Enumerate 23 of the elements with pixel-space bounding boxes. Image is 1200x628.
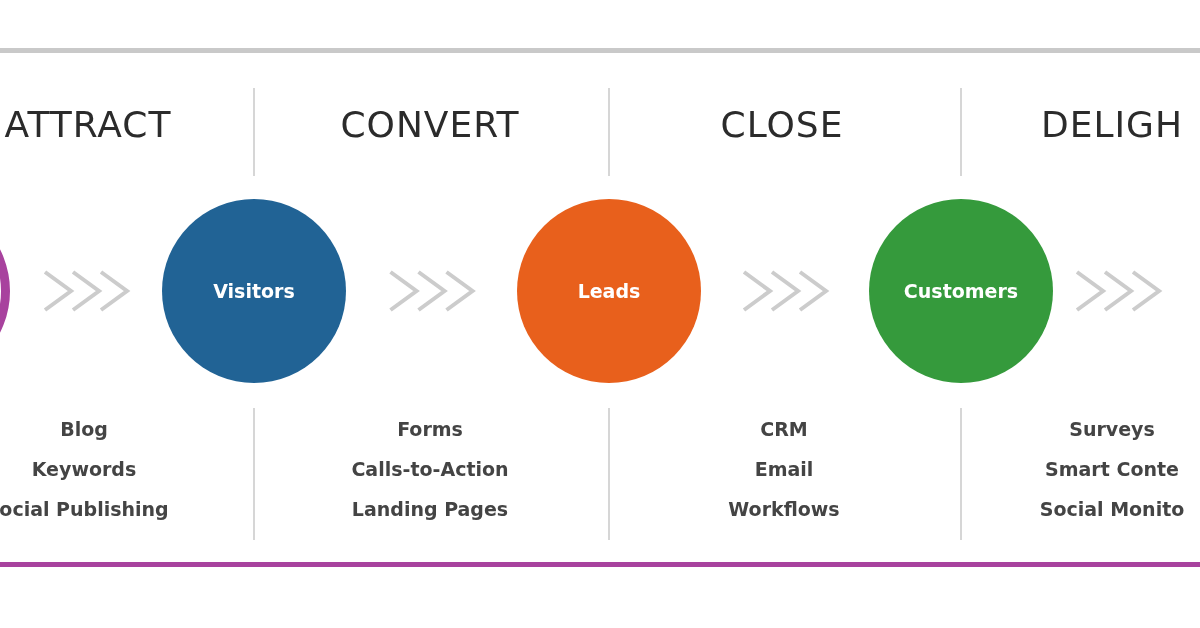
stage-heading: CONVERT [340,104,520,145]
tool-item: Landing Pages [351,498,509,520]
tool-item: Calls-to-Action [351,458,509,480]
stage-heading: DELIGH [1040,104,1184,145]
tool-item: Workflows [728,498,840,520]
tool-item: Social Monito [1039,498,1185,520]
tool-item: Keywords [31,458,137,480]
stage-name: Visitors [213,280,295,302]
tool-item: Blog [60,418,108,440]
chevron-arrow [1075,270,1163,312]
tool-item: ocial Publishing [0,498,169,520]
stage-name: Customers [903,280,1019,302]
stage-heading: CLOSE [720,104,844,145]
tool-item: Surveys [1069,418,1155,440]
chevron-arrow [43,270,131,312]
stage-name: Leads [577,280,641,302]
chevron-arrow [742,270,830,312]
tool-item: Email [754,458,814,480]
chevron-arrow [388,270,476,312]
tool-item: Smart Conte [1045,458,1179,480]
tool-item: Forms [397,418,463,440]
tool-item: CRM [760,418,808,440]
stage-heading: ATTRACT [4,104,172,145]
